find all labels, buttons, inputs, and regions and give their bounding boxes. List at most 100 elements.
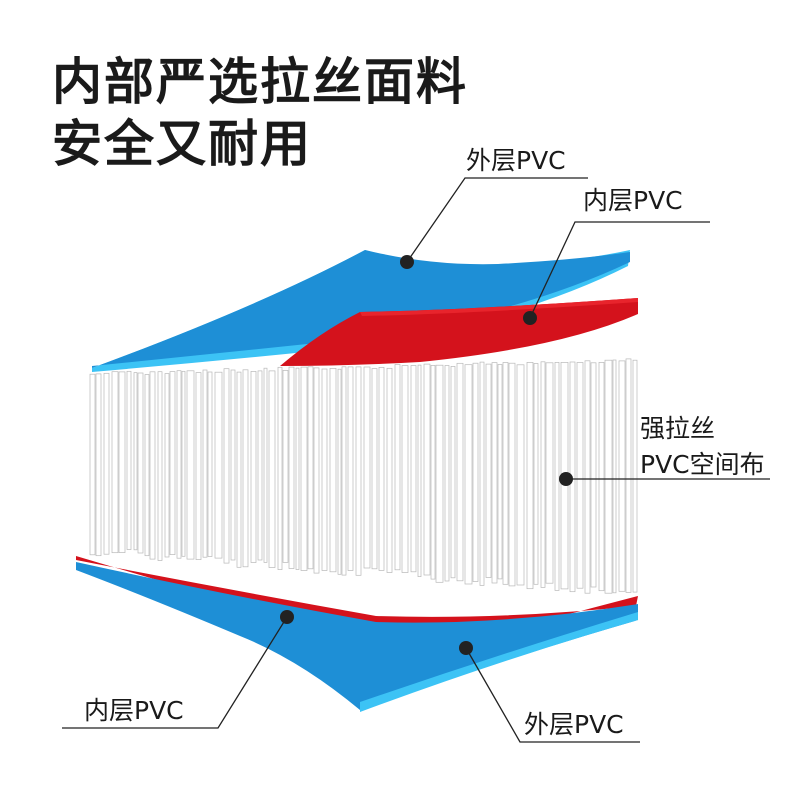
label-top-outer-pvc: 外层PVC	[466, 146, 566, 175]
fiber-strand	[144, 374, 150, 557]
fiber-strand	[341, 366, 347, 576]
leader-dots	[280, 255, 573, 655]
fiber-strand	[450, 366, 456, 579]
fiber-strand	[545, 362, 554, 584]
fiber-strand	[95, 373, 102, 557]
fiber-strand	[378, 367, 385, 571]
fiber-strand	[329, 368, 337, 573]
fiber-strand	[632, 359, 638, 593]
fiber-strand	[584, 360, 591, 594]
bottom-outer-pvc-edge	[360, 612, 638, 712]
fiber-strand	[263, 367, 268, 563]
fiber-strand	[176, 370, 182, 559]
bottom-outer-pvc-layer	[76, 562, 638, 712]
headline-line-1: 内部严选拉丝面料	[52, 53, 468, 111]
fiber-strand	[186, 370, 195, 560]
fiber-strand	[598, 362, 605, 592]
fiber-strand	[202, 369, 208, 558]
label-core-line-2: PVC空间布	[640, 450, 765, 479]
fiber-strand	[111, 371, 119, 554]
fiber-strand	[355, 366, 362, 576]
fiber-strand	[214, 371, 223, 559]
leader-dot-bottom-outer	[459, 641, 473, 655]
fiber-strand	[464, 364, 473, 585]
fiber-strand	[137, 372, 144, 554]
fiber-strand	[456, 362, 464, 582]
top-inner-pvc-edge	[360, 298, 638, 316]
fiber-strand	[612, 359, 617, 594]
fiber-strand	[118, 371, 126, 553]
fiber-strand	[371, 368, 378, 570]
fiber-strand	[257, 370, 263, 561]
fiber-strand	[526, 362, 534, 590]
fiber-strand	[410, 365, 417, 573]
fiber-strand	[149, 371, 156, 560]
fiber-strand	[485, 363, 492, 578]
fiber-strand	[435, 364, 444, 583]
fiber-strand	[169, 371, 176, 555]
fiber-strand	[230, 369, 236, 561]
fiber-strand	[430, 365, 436, 580]
leader-dot-core	[559, 472, 573, 486]
fiber-strand	[401, 365, 409, 573]
fiber-strand	[321, 368, 328, 571]
fiber-strand	[337, 368, 342, 575]
label-top-inner-pvc: 内层PVC	[583, 186, 683, 215]
bottom-outer-pvc-face	[76, 562, 638, 710]
fiber-strand	[277, 366, 283, 570]
fiber-strand	[497, 364, 503, 580]
fiber-strand	[223, 368, 230, 564]
fiber-strand	[133, 372, 138, 551]
headline-line-2: 安全又耐用	[52, 115, 312, 173]
label-bottom-outer-pvc: 外层PVC	[524, 710, 624, 739]
fiber-strand	[576, 362, 584, 589]
fiber-strand	[288, 366, 295, 569]
fiber-strand	[479, 361, 485, 586]
fiber-strand	[386, 367, 393, 573]
fiber-strand	[295, 367, 300, 570]
leader-line-bottom-inner	[62, 616, 288, 729]
leader-dot-top-inner	[523, 311, 537, 325]
leader-line-top-inner	[529, 221, 710, 319]
fiber-strand	[347, 366, 354, 571]
fiber-strand	[554, 362, 560, 591]
fiber-strand	[282, 370, 289, 563]
fiber-strand	[472, 362, 479, 582]
fiber-strand	[268, 370, 276, 568]
fiber-strand	[313, 367, 320, 574]
fiber-strand	[625, 358, 632, 593]
fiber-strand	[502, 362, 509, 585]
label-core-line-1: 强拉丝	[640, 414, 716, 443]
fiber-strand	[417, 364, 422, 577]
fiber-strand	[195, 372, 202, 560]
fiber-strand	[126, 370, 132, 550]
leader-dot-top-outer	[400, 255, 414, 269]
fiber-strand	[236, 371, 242, 568]
fiber-strand	[508, 362, 516, 587]
leader-line-bottom-outer	[465, 647, 640, 743]
fiber-strand	[533, 363, 539, 585]
fiber-strand	[89, 373, 96, 556]
fiber-strand	[157, 371, 163, 561]
fiber-core	[89, 358, 638, 594]
leader-lines	[62, 177, 770, 743]
fiber-strand	[516, 364, 525, 586]
fiber-strand	[164, 373, 170, 558]
fiber-strand	[423, 363, 431, 576]
fiber-strand	[363, 366, 371, 569]
top-outer-pvc-layer	[92, 250, 630, 372]
fiber-strand	[207, 371, 213, 557]
fiber-strand	[250, 371, 257, 563]
fiber-strand	[300, 366, 308, 571]
fiber-strand	[103, 372, 110, 555]
fiber-strand	[540, 361, 546, 588]
fiber-strand	[604, 359, 613, 594]
fiber-strand	[444, 365, 450, 582]
fiber-strand	[242, 369, 249, 568]
fiber-strand	[394, 364, 401, 571]
top-outer-pvc-face	[92, 250, 630, 368]
fiber-strand	[618, 360, 626, 592]
leader-dot-bottom-inner	[280, 610, 294, 624]
fiber-strand	[181, 370, 186, 557]
